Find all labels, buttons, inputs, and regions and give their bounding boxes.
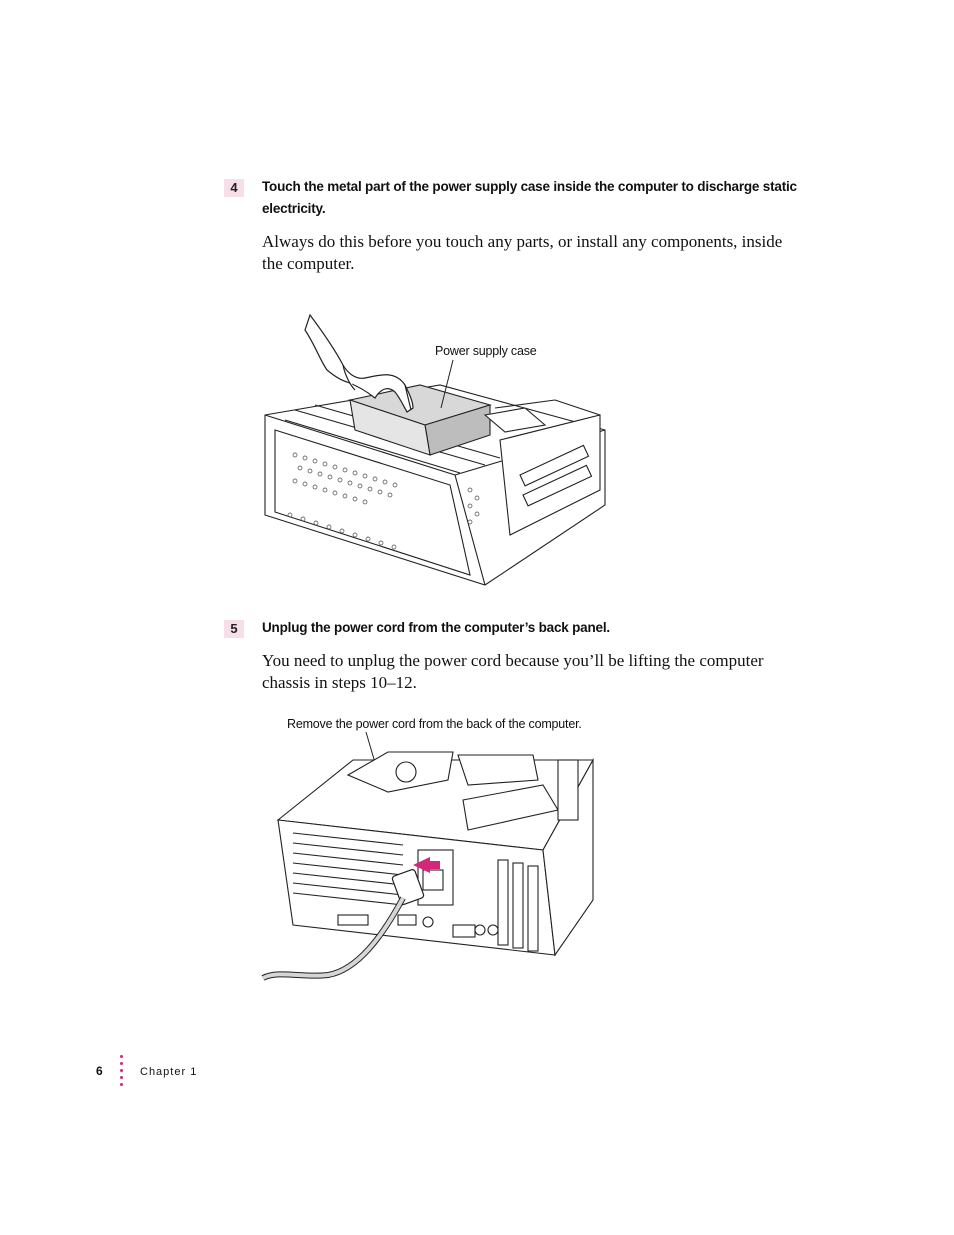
- page-number: 6: [96, 1064, 103, 1078]
- power-supply-callout: Power supply case: [435, 344, 537, 358]
- power-cord-callout: Remove the power cord from the back of t…: [287, 717, 582, 731]
- chapter-label: Chapter 1: [140, 1066, 198, 1078]
- power-supply-illustration: [264, 313, 606, 586]
- back-panel-illustration: [261, 731, 594, 981]
- step-5-body: You need to unplug the power cord becaus…: [262, 651, 764, 692]
- step-4-heading: Touch the metal part of the power supply…: [262, 179, 797, 216]
- footer-dot-rule: [120, 1055, 124, 1090]
- step-4-number: 4: [224, 179, 244, 197]
- step-5-heading: Unplug the power cord from the computer’…: [262, 620, 610, 635]
- step-4-body: Always do this before you touch any part…: [262, 232, 783, 273]
- step-5-number: 5: [224, 620, 244, 638]
